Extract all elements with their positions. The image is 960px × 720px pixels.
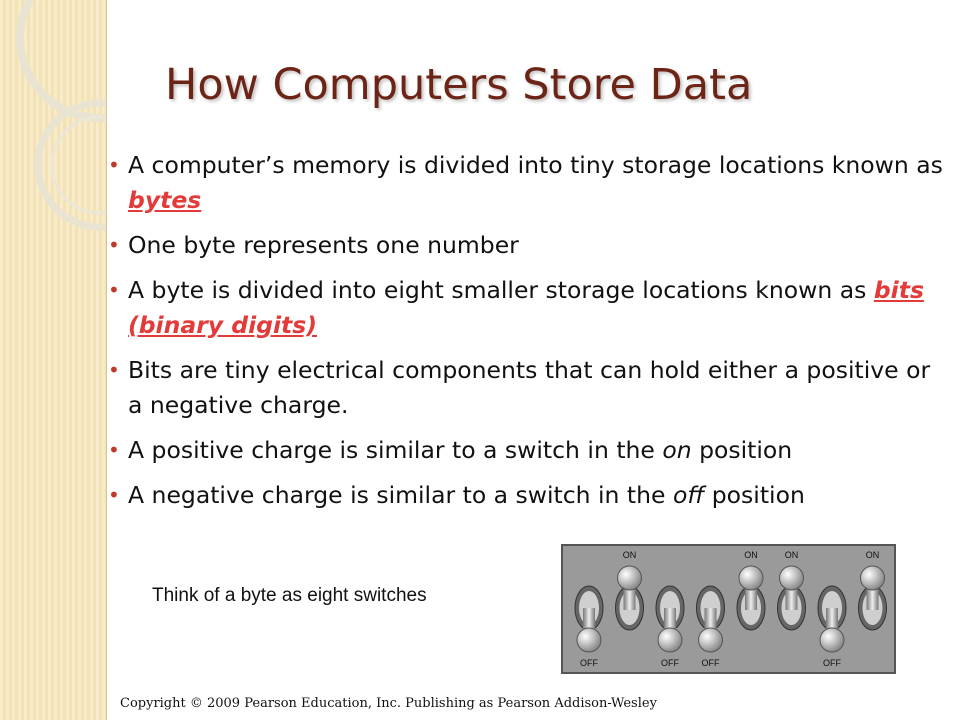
bullet-item: A computer’s memory is divided into tiny… xyxy=(108,148,943,218)
switch-caption: Think of a byte as eight switches xyxy=(152,585,427,606)
switch-4-off: OFF xyxy=(696,585,725,668)
bullet-list: A computer’s memory is divided into tiny… xyxy=(108,148,943,523)
term-bytes: bytes xyxy=(128,186,202,214)
switch-8-on: ON xyxy=(858,550,887,631)
switch-panel-graphic: OFF ON OFF OFF ON ON OFF ON xyxy=(574,550,887,668)
bullet-text: Bits are tiny electrical components that… xyxy=(128,356,931,419)
switch-panel: OFF ON OFF OFF ON ON OFF ON xyxy=(561,544,896,674)
emphasis-off: off xyxy=(672,481,705,509)
bullet-item: A negative charge is similar to a switch… xyxy=(108,478,943,513)
on-label: ON xyxy=(785,550,799,560)
off-label: OFF xyxy=(661,658,679,668)
bullet-text: A computer’s memory is divided into tiny… xyxy=(128,151,943,179)
emphasis-on: on xyxy=(662,436,692,464)
bullet-text: position xyxy=(704,481,805,509)
switch-2-on: ON xyxy=(615,550,644,631)
bullet-text: A byte is divided into eight smaller sto… xyxy=(128,276,874,304)
slide-title: How Computers Store Data xyxy=(165,60,753,110)
switch-6-on: ON xyxy=(777,550,806,631)
bullet-item: One byte represents one number xyxy=(108,228,943,263)
switch-1-off: OFF xyxy=(574,585,604,668)
off-label: OFF xyxy=(823,658,841,668)
decorative-sidebar xyxy=(0,0,107,720)
copyright-footer: Copyright © 2009 Pearson Education, Inc.… xyxy=(120,696,657,711)
bullet-item: Bits are tiny electrical components that… xyxy=(108,353,943,423)
on-label: ON xyxy=(744,550,758,560)
off-label: OFF xyxy=(702,658,720,668)
bullet-item: A positive charge is similar to a switch… xyxy=(108,433,943,468)
bullet-text: One byte represents one number xyxy=(128,231,519,259)
bullet-text: A negative charge is similar to a switch… xyxy=(128,481,673,509)
switch-7-off: OFF xyxy=(817,585,847,668)
on-label: ON xyxy=(623,550,637,560)
switch-5-on: ON xyxy=(736,550,766,631)
bullet-text: A positive charge is similar to a switch… xyxy=(128,436,663,464)
bullet-item: A byte is divided into eight smaller sto… xyxy=(108,273,943,343)
on-label: ON xyxy=(866,550,880,560)
switch-3-off: OFF xyxy=(655,585,685,668)
off-label: OFF xyxy=(580,658,598,668)
sidebar-circles-decoration xyxy=(0,0,106,720)
term-bits: bits (binary digits) xyxy=(128,276,924,339)
bullet-text: position xyxy=(691,436,793,464)
